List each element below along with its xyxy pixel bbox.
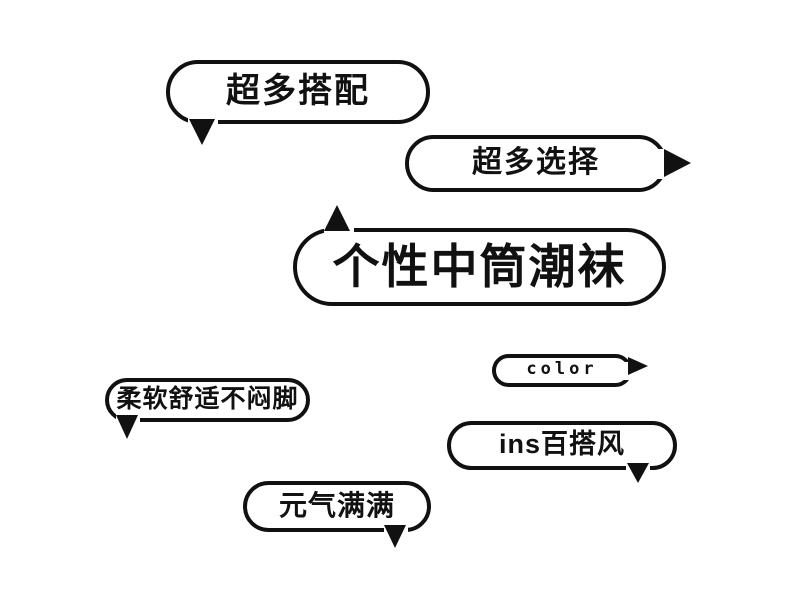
bubble-tail-joint-headline: [324, 228, 354, 238]
bubble-label-color: color: [526, 359, 598, 379]
bubble-tail-down-rourun: [116, 415, 138, 439]
bubble-tail-up-headline: [324, 205, 350, 231]
bubble-tail-joint-chaoduoxuanze: [657, 149, 667, 179]
speech-bubble-color: color: [492, 354, 632, 387]
speech-bubble-headline: 个性中筒潮袜: [293, 228, 666, 306]
bubble-tail-down-ins: [627, 463, 649, 483]
bubble-label-chaoduoxuanze: 超多选择: [472, 145, 600, 179]
bubble-label-rourun: 柔软舒适不闷脚: [116, 384, 299, 413]
bubble-tail-right-chaoduoxuanze: [664, 149, 691, 177]
bubble-label-yuanqi: 元气满满: [278, 489, 395, 521]
bubble-label-chaoduodapei: 超多搭配: [226, 72, 370, 110]
speech-bubble-chaoduodapei: 超多搭配: [166, 60, 430, 124]
speech-bubble-yuanqi: 元气满满: [243, 481, 431, 532]
speech-bubble-chaoduoxuanze: 超多选择: [405, 135, 667, 192]
bubble-label-headline: 个性中筒潮袜: [332, 239, 627, 293]
speech-bubble-ins: ins百搭风: [447, 421, 677, 470]
bubble-tail-right-color: [628, 357, 648, 375]
bubble-tail-down-chaoduodapei: [189, 119, 215, 145]
bubble-label-ins: ins百搭风: [498, 429, 625, 459]
bubble-tail-down-yuanqi: [384, 525, 406, 548]
